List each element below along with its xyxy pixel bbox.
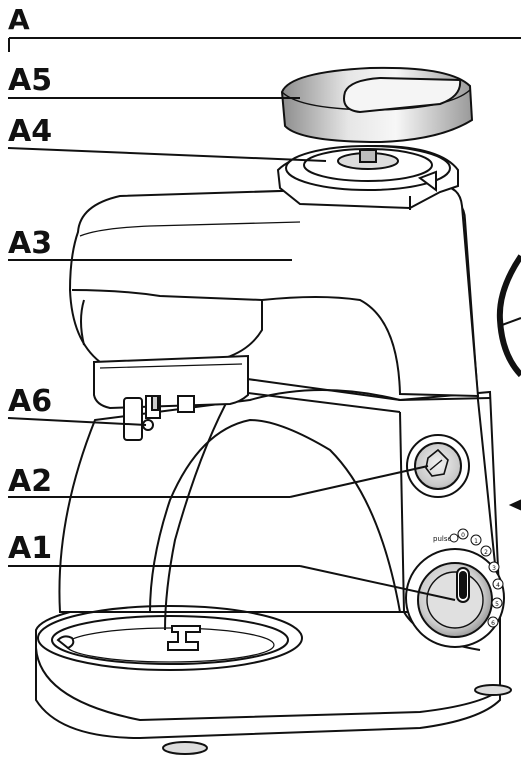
part-label-a5: A5 bbox=[8, 63, 53, 98]
part-label-a1: A1 bbox=[8, 531, 53, 566]
part-label-a6: A6 bbox=[8, 384, 53, 419]
pulse-icon bbox=[449, 533, 459, 543]
speed-0: 0 bbox=[461, 532, 465, 539]
speed-2: 2 bbox=[484, 549, 488, 556]
part-label-a4: A4 bbox=[8, 114, 53, 149]
leader-a6 bbox=[7, 417, 147, 426]
pulse-label: pulse bbox=[433, 535, 452, 543]
part-label-a3: A3 bbox=[8, 226, 53, 261]
mixer-base bbox=[35, 611, 512, 755]
leader-a4 bbox=[7, 147, 327, 162]
section-label: A bbox=[8, 3, 30, 36]
speed-dial bbox=[405, 548, 505, 648]
speed-5: 5 bbox=[495, 601, 499, 608]
speed-markers bbox=[457, 528, 504, 628]
part-label-a2: A2 bbox=[8, 464, 53, 499]
mixer-head bbox=[68, 184, 480, 410]
leader-lines bbox=[7, 97, 456, 601]
speed-1: 1 bbox=[474, 538, 478, 545]
leader-a1b bbox=[299, 565, 456, 601]
leader-a2b bbox=[289, 465, 429, 498]
speed-4: 4 bbox=[496, 582, 500, 589]
detail-callout bbox=[496, 254, 521, 511]
speed-numbers: 0 1 2 3 4 5 6 bbox=[461, 532, 500, 627]
speed-6: 6 bbox=[491, 620, 495, 627]
outlet-cover bbox=[280, 66, 474, 144]
function-button bbox=[406, 434, 470, 498]
bowl-ring bbox=[37, 605, 303, 671]
drive-shafts bbox=[123, 395, 195, 441]
speed-3: 3 bbox=[492, 565, 496, 572]
section-header-rule bbox=[8, 37, 521, 52]
